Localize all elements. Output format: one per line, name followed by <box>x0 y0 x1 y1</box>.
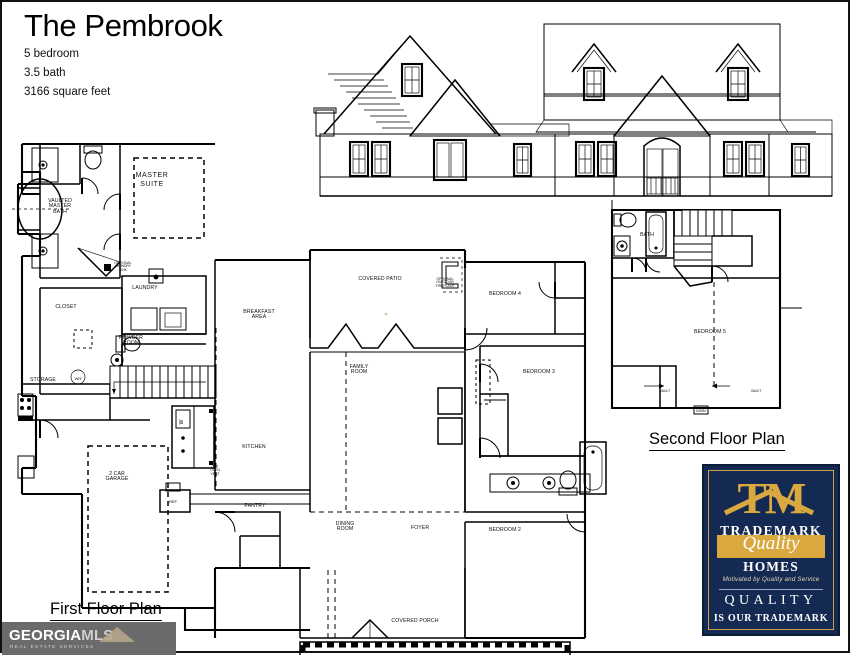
watermark-subtitle: REAL ESTATE SERVICES <box>10 644 95 649</box>
spec-bedroom: 5 bedroom <box>24 47 79 60</box>
page-title: The Pembrook <box>24 8 223 43</box>
spec-sqft: 3166 square feet <box>24 86 111 99</box>
watermark-georgia-text: GEORGIA <box>9 627 82 644</box>
spec-bath: 3.5 bath <box>24 66 66 79</box>
georgia-mls-watermark: GEORGIAMLS REAL ESTATE SERVICES <box>2 622 176 655</box>
logo-tagline: Motivated by Quality and Service <box>722 576 820 583</box>
builder-logo: TM TRADEMARK Quality HOMES Motivated by … <box>702 464 840 636</box>
roof-icon <box>723 489 815 516</box>
second-floor-plan-drawing: DWN <box>610 200 802 415</box>
first-floor-plan-label: First Floor Plan <box>50 600 162 621</box>
svg-text:DWN: DWN <box>696 408 706 413</box>
logo-trademark-word: TRADEMARK <box>720 523 822 538</box>
logo-is-our-trademark: IS OUR TRADEMARK <box>713 613 829 624</box>
front-elevation-drawing <box>313 23 833 197</box>
title-block: The Pembrook 5 bedroom 3.5 bath 3166 squ… <box>24 8 223 101</box>
logo-homes-word: HOMES <box>743 559 799 574</box>
watermark-roof-icon <box>99 627 135 642</box>
logo-quality-caps: QUALITY <box>724 593 818 608</box>
first-floor-plan-drawing: WH W <box>12 142 607 655</box>
logo-monogram: TM <box>737 474 807 523</box>
logo-quality-script: Quality <box>742 533 800 554</box>
svg-text:WH: WH <box>75 376 82 381</box>
svg-text:REF: REF <box>169 499 178 504</box>
second-floor-plan-label: Second Floor Plan <box>649 430 785 451</box>
svg-text:W: W <box>179 419 185 424</box>
logo-divider <box>719 589 823 590</box>
